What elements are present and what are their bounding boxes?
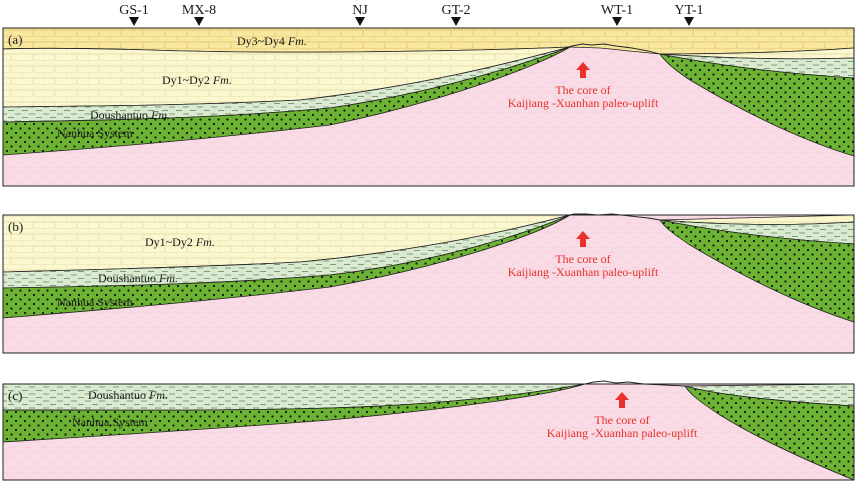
uplift-core-arrow — [576, 231, 590, 247]
core-label-line2: Kaijiang -Xuanhan paleo-uplift — [508, 265, 659, 279]
dy1-dy2-label: Dy1~Dy2 Fm. — [162, 73, 232, 87]
well-marker-mx-8 — [194, 17, 204, 26]
uplift-core-arrow — [615, 392, 629, 408]
uplift-crest — [564, 43, 661, 55]
well-label-gs-1: GS-1 — [119, 3, 149, 18]
well-label-wt-1: WT-1 — [601, 3, 633, 18]
nanhua-label: Nanhua System — [57, 126, 133, 140]
well-label-mx-8: MX-8 — [182, 3, 216, 18]
panel-frame — [2, 27, 855, 187]
panel-a: (a) Dy3~Dy4 Fm. Dy1~Dy2 Fm. Doushantuo F… — [2, 27, 855, 187]
well-label-yt-1: YT-1 — [674, 3, 703, 18]
nanhua-label: Nanhua System — [72, 415, 148, 429]
well-marker-gs-1 — [129, 17, 139, 26]
panel-tag: (b) — [8, 219, 23, 234]
well-marker-yt-1 — [684, 17, 694, 26]
well-markers: GS-1 MX-8 NJ GT-2 WT-1 YT-1 — [119, 3, 704, 26]
panel-tag: (a) — [8, 32, 22, 47]
doushantuo-label: Doushantuo Fm. — [90, 108, 170, 122]
nanhua-label: Nanhua System — [57, 295, 133, 309]
nanhua-layer-right — [659, 219, 855, 323]
core-label-line1: The core of — [594, 413, 649, 427]
doushantuo-label: Doushantuo Fm. — [88, 388, 168, 402]
core-label-line1: The core of — [555, 252, 610, 266]
dy3-dy4-label: Dy3~Dy4 Fm. — [237, 34, 307, 48]
panel-c: (c) Doushantuo Fm. Nanhua System The cor… — [2, 380, 855, 481]
panel-b: (b) Dy1~Dy2 Fm. Doushantuo Fm. Nanhua Sy… — [2, 213, 855, 354]
uplift-crest — [584, 380, 686, 387]
panel-frame — [2, 383, 855, 481]
panel-frame — [2, 214, 855, 354]
uplift-core-arrow — [576, 62, 590, 78]
well-marker-nj — [355, 17, 365, 26]
core-label-line1: The core of — [555, 83, 610, 97]
well-label-nj: NJ — [352, 3, 368, 18]
well-marker-wt-1 — [612, 17, 622, 26]
dy1-dy2-label: Dy1~Dy2 Fm. — [145, 235, 215, 249]
core-label-line2: Kaijiang -Xuanhan paleo-uplift — [547, 426, 698, 440]
core-label-line2: Kaijiang -Xuanhan paleo-uplift — [508, 96, 659, 110]
nanhua-layer-right — [684, 385, 855, 481]
nanhua-layer-right — [659, 53, 855, 157]
panel-tag: (c) — [8, 388, 22, 403]
well-label-gt-2: GT-2 — [441, 3, 470, 18]
doushantuo-label: Doushantuo Fm. — [98, 271, 178, 285]
well-marker-gt-2 — [451, 17, 461, 26]
